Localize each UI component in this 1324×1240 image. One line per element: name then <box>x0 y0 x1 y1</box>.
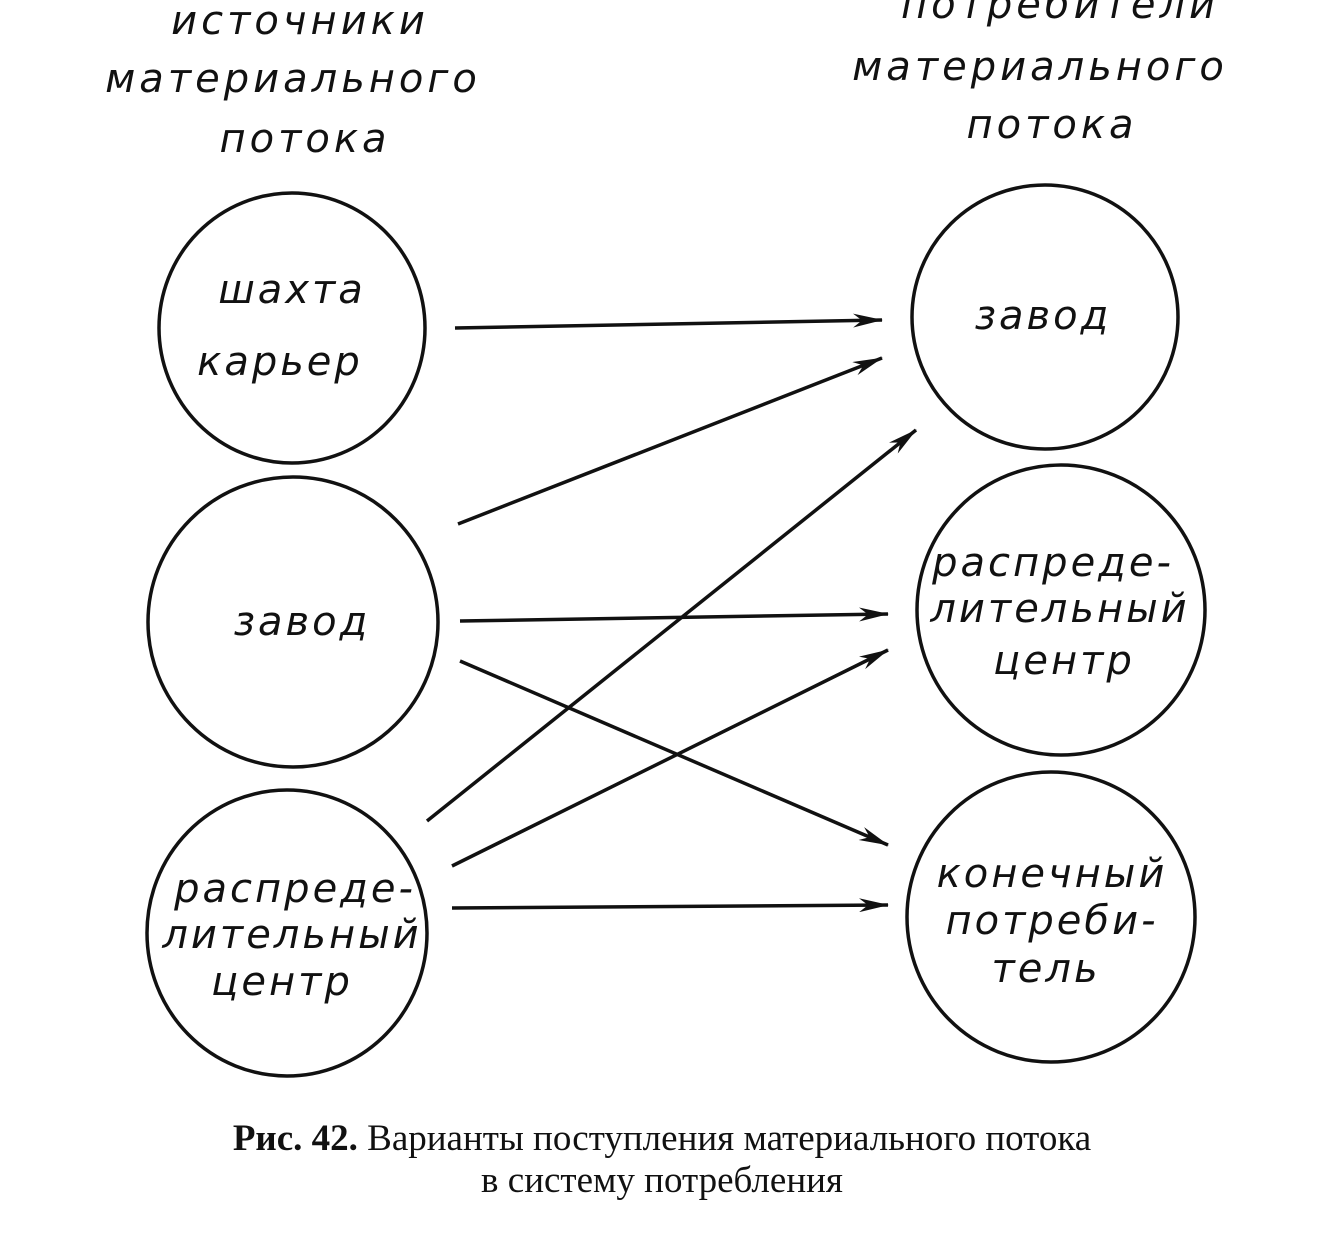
sources-header-line-3: потока <box>219 116 390 162</box>
arrow-distribution-center-to-plant <box>425 428 918 823</box>
arrow-mine-to-plant <box>454 313 883 330</box>
source-circle-mine <box>157 191 427 465</box>
source-circle-plant <box>146 475 440 769</box>
arrow-plant-to-end-consumer <box>459 659 889 847</box>
arrow-plant-to-distribution-center <box>459 607 889 623</box>
consumer-label-end-line-3: тель <box>991 946 1100 992</box>
sources-header: источники материального потока <box>105 0 481 162</box>
consumer-label-dc-line-3: центр <box>993 638 1135 684</box>
source-label-dc-line-2: лительный <box>161 912 421 958</box>
consumers-header-line-1: потребители <box>901 0 1219 28</box>
source-circle-distribution-center <box>145 788 429 1078</box>
caption-line-1: Рис. 42. Варианты поступления материальн… <box>0 1118 1324 1160</box>
consumer-label-end-line-2: потреби- <box>945 898 1158 944</box>
source-label-plant: завод <box>234 599 370 645</box>
consumer-node-distribution-center: распреде- лительный центр <box>915 463 1207 757</box>
flow-arrows <box>425 313 918 913</box>
caption-text: Варианты поступления материального поток… <box>367 1118 1092 1159</box>
sources-header-line-1: источники <box>171 0 429 44</box>
arrow-distribution-center-to-end-consumer <box>451 898 889 913</box>
source-node-plant: завод <box>146 475 440 769</box>
consumer-label-plant: завод <box>975 293 1111 339</box>
source-node-distribution-center: распреде- лительный центр <box>145 788 429 1078</box>
arrow-distribution-center-to-distribution-center <box>451 648 889 868</box>
consumer-node-plant: завод <box>910 183 1180 451</box>
sources-header-line-2: материального <box>105 56 481 102</box>
consumer-label-dc-line-2: лительный <box>929 586 1189 632</box>
caption-line-2: в систему потребления <box>481 1160 843 1201</box>
consumer-circle-plant <box>910 183 1180 451</box>
caption-figure-label: Рис. 42. <box>232 1118 358 1159</box>
consumer-circle-end-consumer <box>905 770 1197 1064</box>
consumers-header: потребители материального потока <box>852 0 1228 148</box>
consumers-header-line-3: потока <box>966 102 1137 148</box>
source-label-dc-line-3: центр <box>211 959 353 1005</box>
consumer-label-end-line-1: конечный <box>937 851 1168 897</box>
figure-caption: Рис. 42. Варианты поступления материальн… <box>0 1118 1324 1202</box>
source-node-mine: шахта карьер <box>157 191 427 465</box>
consumers-header-line-2: материального <box>852 44 1228 90</box>
source-label-mine-line-1: шахта <box>218 267 366 313</box>
source-label-dc-line-1: распреде- <box>173 866 416 912</box>
consumer-circle-distribution-center <box>915 463 1207 757</box>
arrow-plant-to-plant <box>457 356 883 526</box>
source-label-mine-line-2: карьер <box>197 339 363 385</box>
consumer-label-dc-line-1: распреде- <box>931 540 1174 586</box>
consumer-node-end-consumer: конечный потреби- тель <box>905 770 1197 1064</box>
